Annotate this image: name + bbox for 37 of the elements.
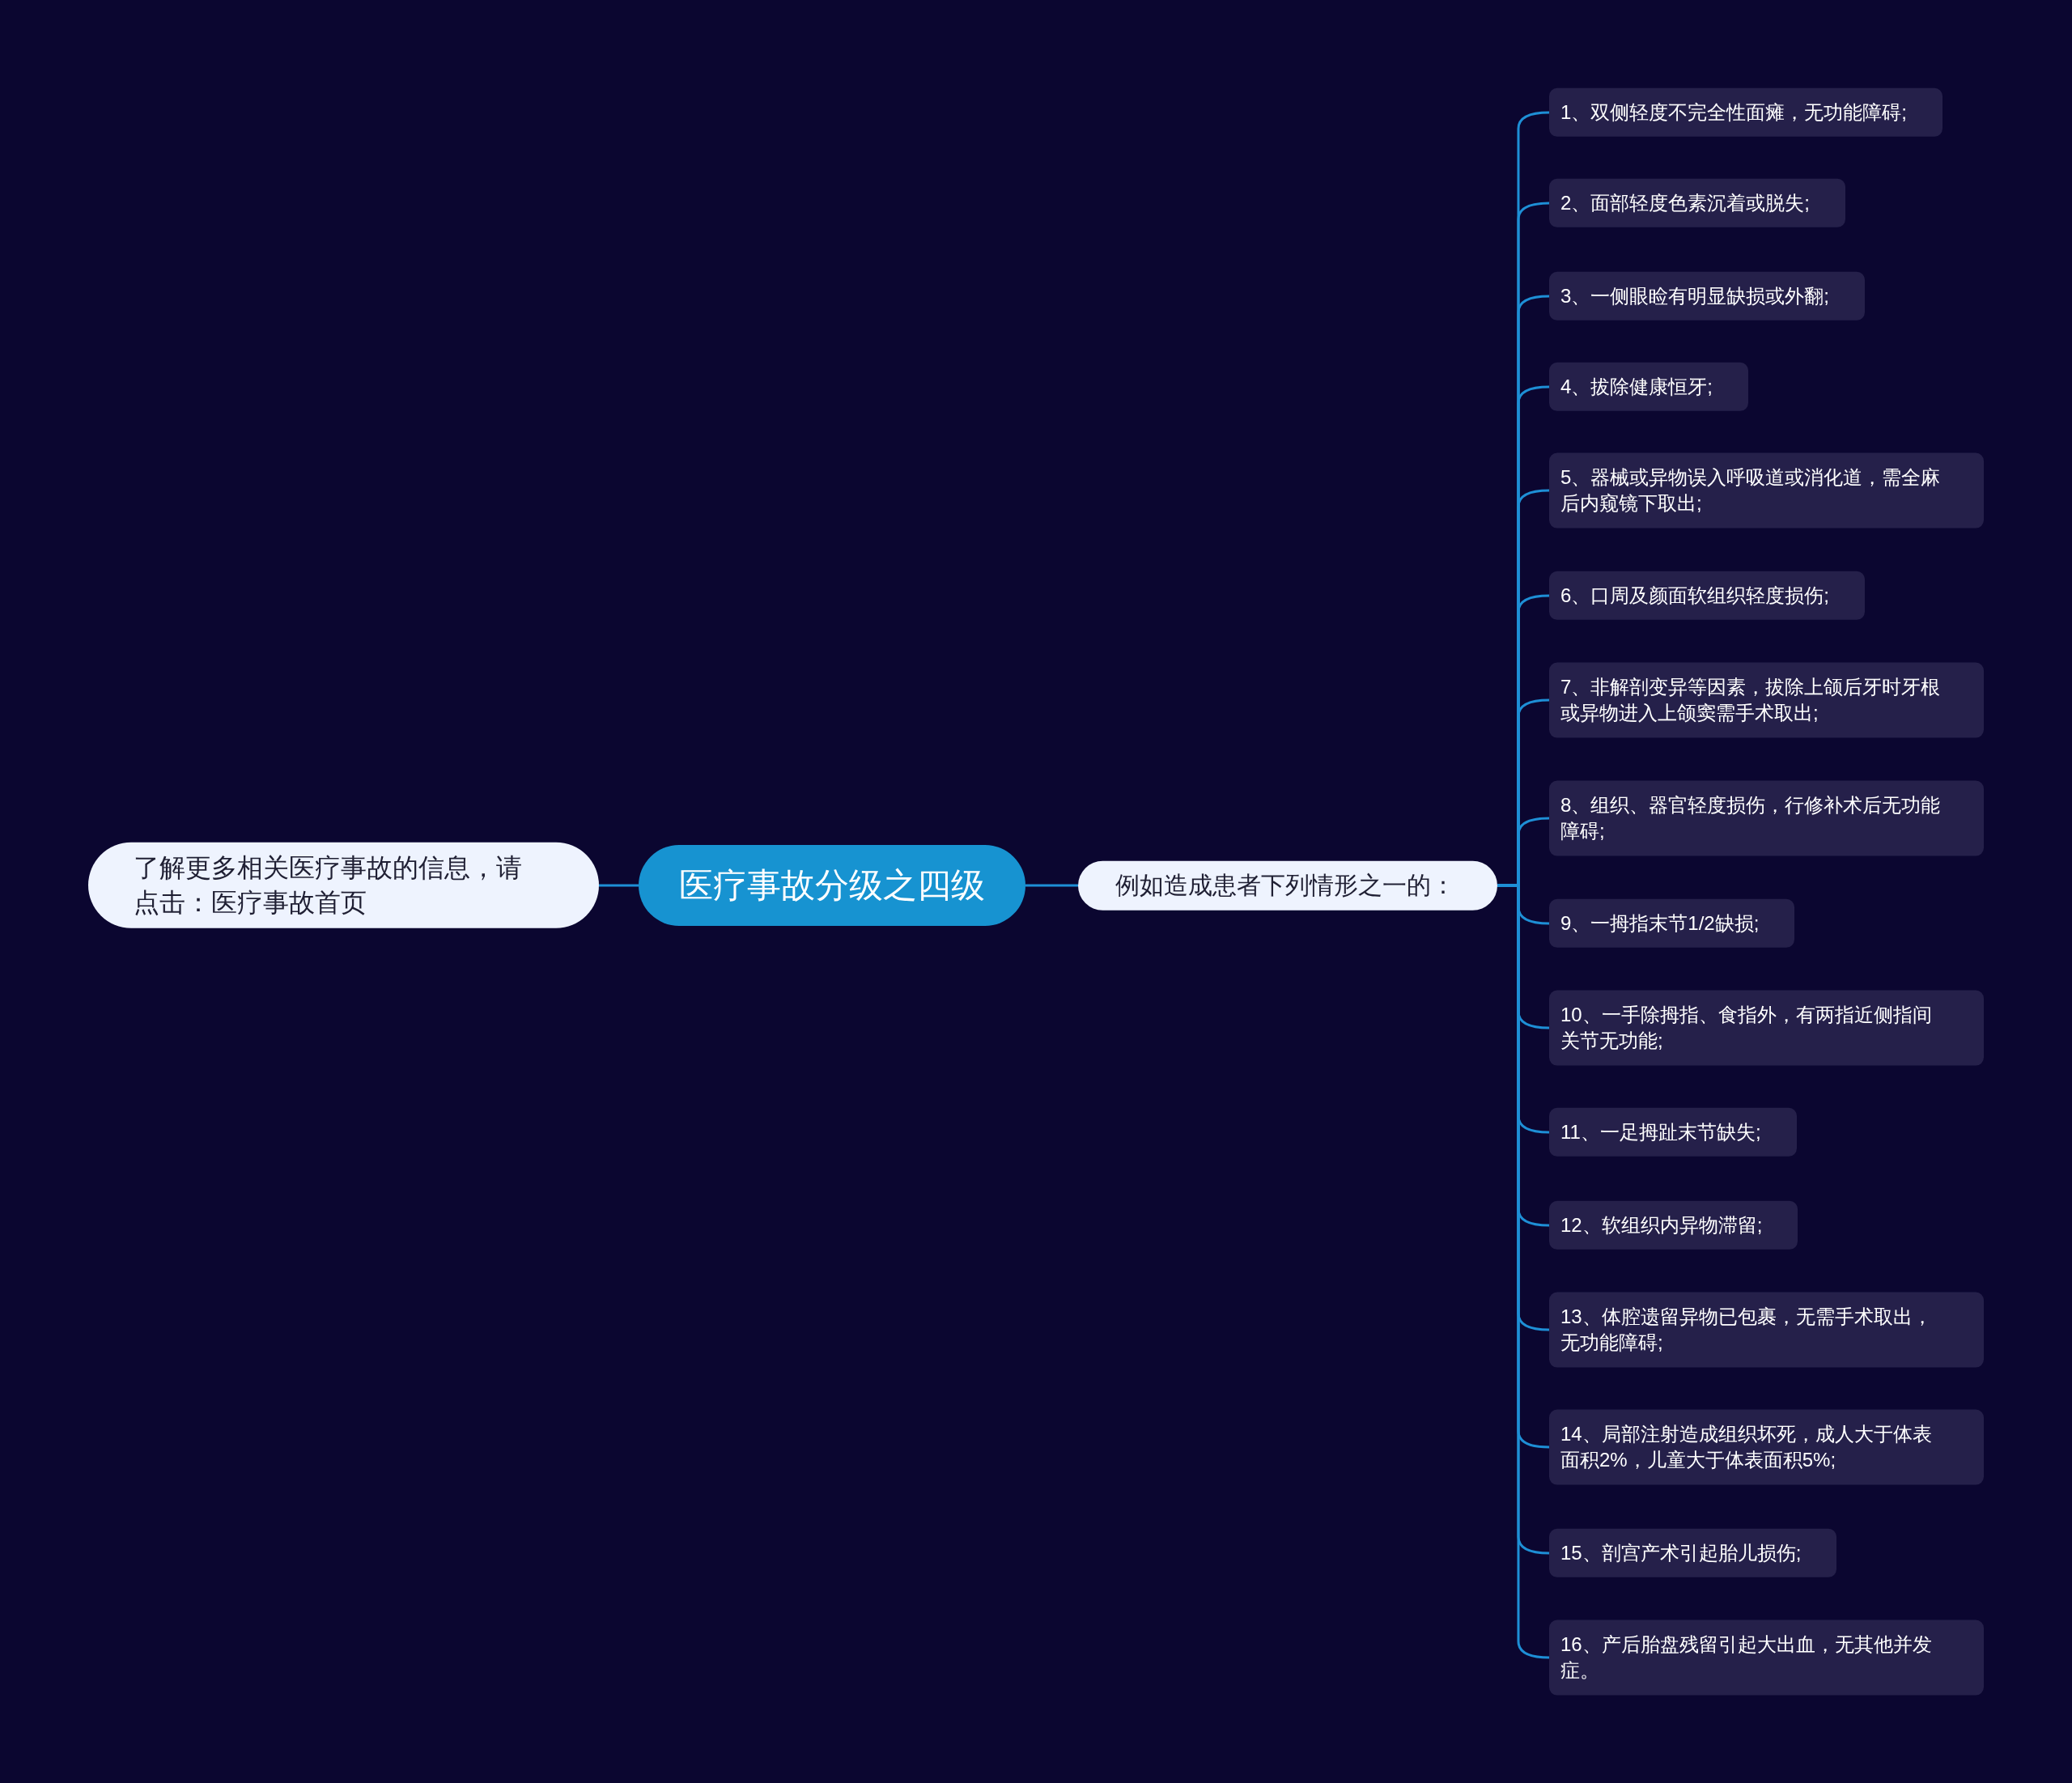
item-box	[1549, 87, 1942, 138]
connector-line	[1025, 884, 1078, 887]
item-box	[1549, 780, 1984, 856]
item-box	[1549, 662, 1984, 738]
item-box	[1549, 1200, 1798, 1250]
connector-line	[599, 884, 639, 887]
item-box	[1549, 990, 1984, 1066]
node-text: 14、局部注射造成组织坏死，成人大于体表面积2%，儿童大于体表面积5%;	[1560, 1421, 1933, 1472]
node-text: 8、组织、器官轻度损伤，行修补术后无功能障碍;	[1560, 792, 1942, 843]
item-box	[1549, 898, 1795, 949]
node-text: 4、拔除健康恒牙;	[1560, 374, 1713, 399]
node-text: 例如造成患者下列情形之一的：	[1115, 870, 1455, 900]
node-text: 7、非解剖变异等因素，拔除上颌后牙时牙根或异物进入上颌窦需手术取出;	[1560, 674, 1942, 725]
item-box	[1549, 452, 1984, 529]
node-text: 1、双侧轻度不完全性面瘫，无功能障碍;	[1560, 100, 1907, 125]
node-text: 了解更多相关医疗事故的信息，请点击：医疗事故首页	[134, 851, 523, 919]
item-box	[1549, 1292, 1984, 1368]
node-text: 6、口周及颜面软组织轻度损伤;	[1560, 583, 1829, 608]
item-box	[1549, 1528, 1837, 1578]
node-text: 3、一侧眼睑有明显缺损或外翻;	[1560, 283, 1829, 308]
item-box	[1549, 1409, 1984, 1485]
node-text: 15、剖宫产术引起胎儿损伤;	[1560, 1540, 1802, 1565]
node-text: 16、产后胎盘残留引起大出血，无其他并发症。	[1560, 1632, 1933, 1683]
item-box	[1549, 271, 1865, 321]
node-text: 12、软组织内异物滞留;	[1560, 1212, 1763, 1237]
node-text: 13、体腔遗留异物已包裹，无需手术取出，无功能障碍;	[1560, 1304, 1933, 1355]
item-box	[1549, 178, 1845, 228]
item-box	[1549, 571, 1865, 621]
item-box	[1549, 1620, 1984, 1696]
node-text: 5、器械或异物误入呼吸道或消化道，需全麻后内窥镜下取出;	[1560, 465, 1942, 516]
node-text: 医疗事故分级之四级	[679, 864, 985, 906]
node-text: 9、一拇指末节1/2缺损;	[1560, 911, 1760, 936]
node-text: 11、一足拇趾末节缺失;	[1560, 1119, 1761, 1144]
item-box	[1549, 1107, 1797, 1157]
node-text: 2、面部轻度色素沉着或脱失;	[1560, 190, 1810, 215]
item-box	[1549, 362, 1748, 412]
node-text: 10、一手除拇指、食指外，有两指近侧指间关节无功能;	[1560, 1002, 1933, 1053]
